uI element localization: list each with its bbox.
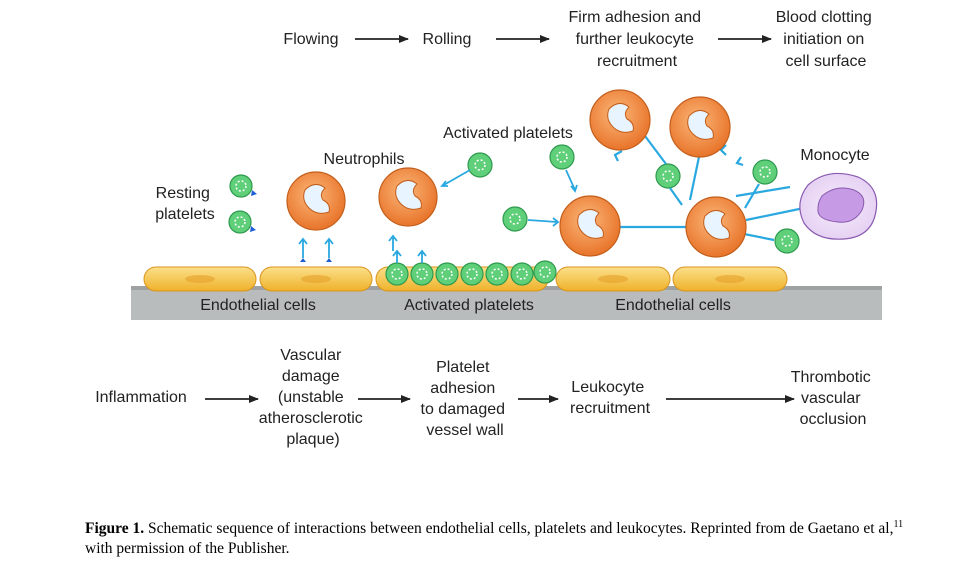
step-firm-adhesion: Firm adhesion and further leukocyte recr… (569, 9, 706, 70)
activated-platelets-top-label: Activated platelets (443, 125, 573, 142)
step-vascular-damage-line-3: (unstable (278, 389, 344, 406)
endothelial-cell (672, 266, 788, 292)
neutrophil (669, 96, 731, 158)
endothelial-cell (143, 266, 257, 292)
step-blood-clotting-line-3: cell surface (786, 53, 867, 70)
step-platelet-adhesion-line-3: to damaged (421, 401, 506, 418)
step-vascular-damage-line-1: Vascular (280, 347, 342, 364)
step-vascular-damage: Vascular damage (unstable atheroscleroti… (259, 347, 368, 448)
step-vascular-damage-line-5: plaque) (286, 431, 339, 448)
resting-platelets-line-1: Resting (156, 185, 210, 202)
endothelial-cells-left-label: Endothelial cells (200, 297, 316, 314)
platelet (533, 260, 557, 284)
step-leukocyte-recruitment-line-1: Leukocyte (571, 379, 644, 396)
step-leukocyte-recruitment: Leukocyte recruitment (570, 379, 651, 417)
vessel-wall-band (131, 286, 882, 320)
step-blood-clotting-line-2: initiation on (783, 31, 864, 48)
platelet (510, 262, 534, 286)
bottom-flow: Inflammation Vascular damage (unstable a… (95, 347, 875, 448)
neutrophils-label: Neutrophils (324, 151, 405, 168)
neutrophil (589, 89, 651, 151)
caption-text: Schematic sequence of interactions betwe… (144, 520, 894, 538)
platelet (385, 262, 409, 286)
caption-tail: with permission of the Publisher. (85, 540, 290, 558)
neutrophil (286, 171, 346, 262)
activated-platelets-bottom-label: Activated platelets (404, 297, 534, 314)
platelet (435, 262, 459, 286)
neutrophil (378, 167, 438, 251)
step-blood-clotting-line-1: Blood clotting (776, 9, 872, 26)
caption-label: Figure 1. (85, 520, 145, 538)
platelet (549, 144, 575, 170)
step-vascular-damage-line-2: damage (282, 368, 340, 385)
platelet (485, 262, 509, 286)
step-platelet-adhesion-line-1: Platelet (436, 359, 490, 376)
platelet (228, 210, 256, 234)
step-inflammation: Inflammation (95, 389, 187, 406)
platelet (502, 206, 528, 232)
step-firm-adhesion-line-2: further leukocyte (576, 31, 694, 48)
adherent-platelets (385, 249, 557, 286)
activated-platelets-free (440, 144, 800, 254)
receptor-arrow (527, 217, 560, 227)
figure-caption: Figure 1. Schematic sequence of interact… (85, 515, 905, 559)
step-thrombotic-occlusion-line-2: vascular (801, 390, 861, 407)
endothelial-cell (259, 266, 373, 292)
step-platelet-adhesion: Platelet adhesion to damaged vessel wall (421, 359, 510, 439)
step-vascular-damage-line-4: atherosclerotic (259, 410, 363, 427)
platelet (467, 152, 493, 178)
leukocyte-connections (612, 135, 805, 242)
step-thrombotic-occlusion: Thrombotic vascular occlusion (791, 369, 875, 428)
receptor-arrow (440, 169, 471, 187)
neutrophil (685, 196, 747, 258)
platelet (655, 163, 681, 189)
platelet (752, 159, 778, 185)
step-flowing: Flowing (283, 31, 338, 48)
endothelial-cell (555, 266, 671, 292)
resting-platelets: Resting platelets (155, 174, 257, 234)
platelet (229, 174, 257, 198)
platelet (774, 228, 800, 254)
receptor-arrow (392, 249, 427, 263)
step-leukocyte-recruitment-line-2: recruitment (570, 400, 651, 417)
resting-platelets-label: Resting platelets (155, 185, 215, 223)
monocyte (799, 172, 878, 240)
endothelial-cells-right-label: Endothelial cells (615, 297, 731, 314)
step-platelet-adhesion-line-2: adhesion (430, 380, 495, 397)
receptor-arrow (565, 169, 578, 193)
platelet (460, 262, 484, 286)
step-firm-adhesion-line-3: recruitment (597, 53, 678, 70)
caption-reference: 11 (893, 519, 904, 530)
step-thrombotic-occlusion-line-1: Thrombotic (791, 369, 871, 386)
step-thrombotic-occlusion-line-3: occlusion (800, 411, 867, 428)
monocyte-label: Monocyte (800, 147, 869, 164)
step-platelet-adhesion-line-4: vessel wall (426, 422, 503, 439)
step-blood-clotting: Blood clotting initiation on cell surfac… (776, 9, 877, 70)
top-flow: Flowing Rolling Firm adhesion and furthe… (283, 9, 877, 70)
resting-platelets-line-2: platelets (155, 206, 215, 223)
step-firm-adhesion-line-1: Firm adhesion and (569, 9, 702, 26)
platelet (410, 262, 434, 286)
neutrophil (559, 195, 621, 257)
step-rolling: Rolling (423, 31, 472, 48)
